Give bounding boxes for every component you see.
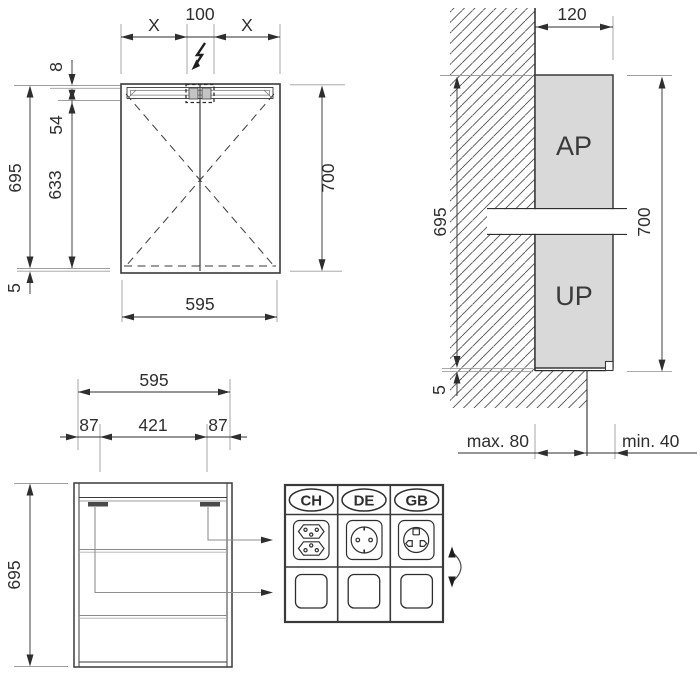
open-height-dimension: 695 (4, 483, 34, 667)
socket-strip-right (200, 502, 220, 507)
open-view: 595 87 421 87 (4, 370, 273, 668)
dim-open-595: 595 (139, 370, 168, 390)
side-left-dimension: 695 5 (429, 76, 461, 396)
dim-5: 5 (4, 283, 24, 293)
dim-120: 120 (557, 4, 586, 24)
dim-421: 421 (138, 415, 167, 435)
dim-x-left: X (148, 15, 160, 35)
front-left-dimensions: 695 8 54 633 5 (4, 60, 76, 294)
break-band (487, 208, 627, 235)
dim-87-right: 87 (208, 415, 227, 435)
front-top-dimension: X 100 X (121, 4, 280, 41)
open-width-dimension: 595 (78, 370, 230, 396)
dim-x-right: X (241, 15, 253, 35)
socket-panel: CH DE GB (283, 483, 462, 624)
dim-695: 695 (5, 163, 25, 192)
open-spacing-dimension: 87 421 87 (60, 415, 247, 441)
socket-de-icon (345, 519, 383, 561)
socket-table-grid (285, 485, 443, 622)
dim-100: 100 (185, 4, 214, 24)
dim-side-700: 700 (634, 207, 654, 236)
label-gb: GB (405, 493, 428, 510)
label-ch: CH (300, 493, 322, 510)
door-swing-lines (124, 93, 276, 267)
label-flush-mounted: UP (555, 281, 593, 311)
side-view-reference-lines (440, 16, 672, 459)
dim-700: 700 (318, 163, 338, 192)
dim-54: 54 (46, 115, 66, 135)
socket-strip-left (88, 502, 108, 507)
glass-shelves (79, 548, 227, 619)
label-surface-mounted: AP (556, 131, 592, 161)
country-labels (288, 488, 440, 512)
dim-595: 595 (185, 294, 214, 314)
dim-min-40: min. 40 (622, 431, 680, 451)
side-view: AP UP 120 695 5 (429, 4, 697, 459)
socket-gb-icon (397, 519, 435, 561)
wall-hatch-below (450, 371, 587, 408)
bottom-edge-notch (604, 360, 614, 372)
socket-leader-arrows (94, 507, 273, 596)
dim-87-left: 87 (79, 415, 98, 435)
dim-open-695: 695 (4, 560, 24, 589)
swap-arrow-icon (448, 546, 462, 588)
front-bottom-dimension: 595 (122, 294, 277, 321)
dim-max-80: max. 80 (467, 431, 530, 451)
power-connection-icon (191, 42, 206, 70)
side-right-dimension: 700 (634, 76, 666, 372)
front-view: X 100 X 695 8 54 633 5 (4, 4, 345, 322)
label-de: DE (354, 493, 375, 510)
dim-633: 633 (45, 170, 65, 199)
front-view-reference-lines (14, 24, 345, 322)
blank-plates (294, 573, 434, 609)
carcass (73, 482, 233, 668)
recess-dimensions: max. 80 min. 40 (458, 431, 697, 457)
side-depth-dimension: 120 (535, 4, 613, 31)
dim-side-695: 695 (430, 207, 450, 236)
front-right-dimension: 700 (318, 85, 338, 272)
open-view-reference-lines (14, 379, 231, 667)
dim-8: 8 (46, 62, 66, 72)
dim-side-5: 5 (429, 385, 449, 395)
socket-ch-icon (292, 519, 330, 561)
wall-hatch (450, 8, 535, 371)
